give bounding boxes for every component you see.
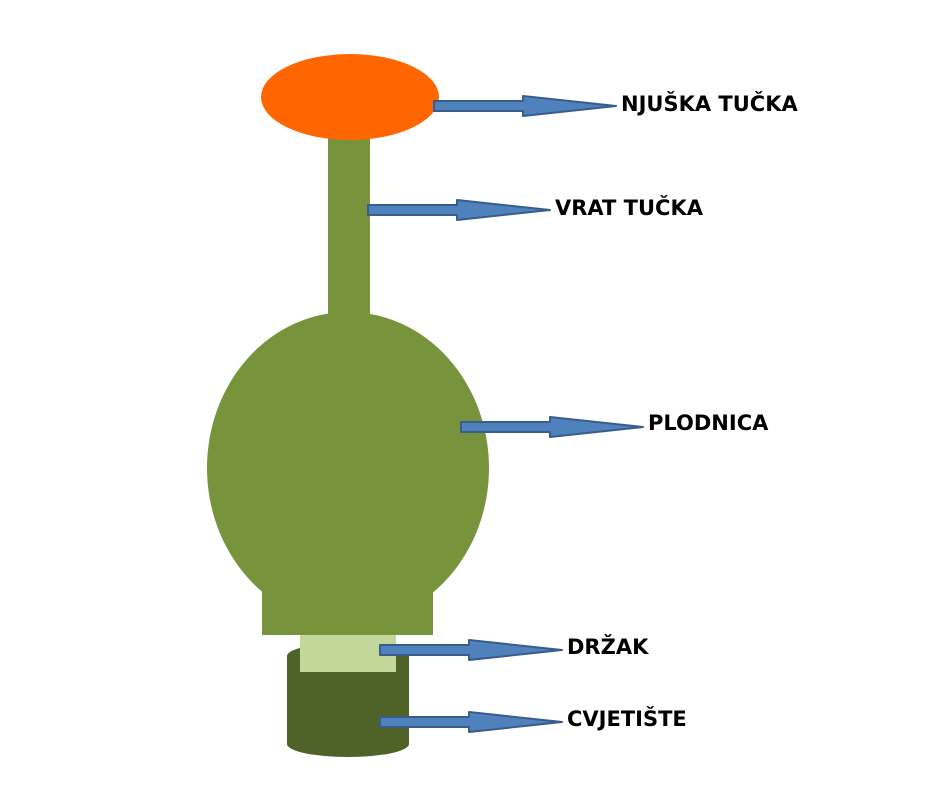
ovary-label: PLODNICA bbox=[648, 411, 769, 435]
stigma-label: NJUŠKA TUČKA bbox=[621, 91, 798, 116]
receptacle-arrow bbox=[379, 711, 563, 733]
stigma-arrow bbox=[433, 95, 617, 117]
receptacle-label: CVJETIŠTE bbox=[567, 706, 687, 731]
stalk-label: DRŽAK bbox=[567, 634, 649, 659]
stalk-arrow bbox=[379, 639, 563, 661]
style-shape bbox=[328, 130, 370, 330]
style-label: VRAT TUČKA bbox=[555, 195, 704, 220]
style-arrow bbox=[367, 199, 551, 221]
stigma-shape bbox=[261, 54, 439, 140]
ovary-shape bbox=[207, 312, 489, 635]
ovary-arrow bbox=[460, 416, 644, 438]
